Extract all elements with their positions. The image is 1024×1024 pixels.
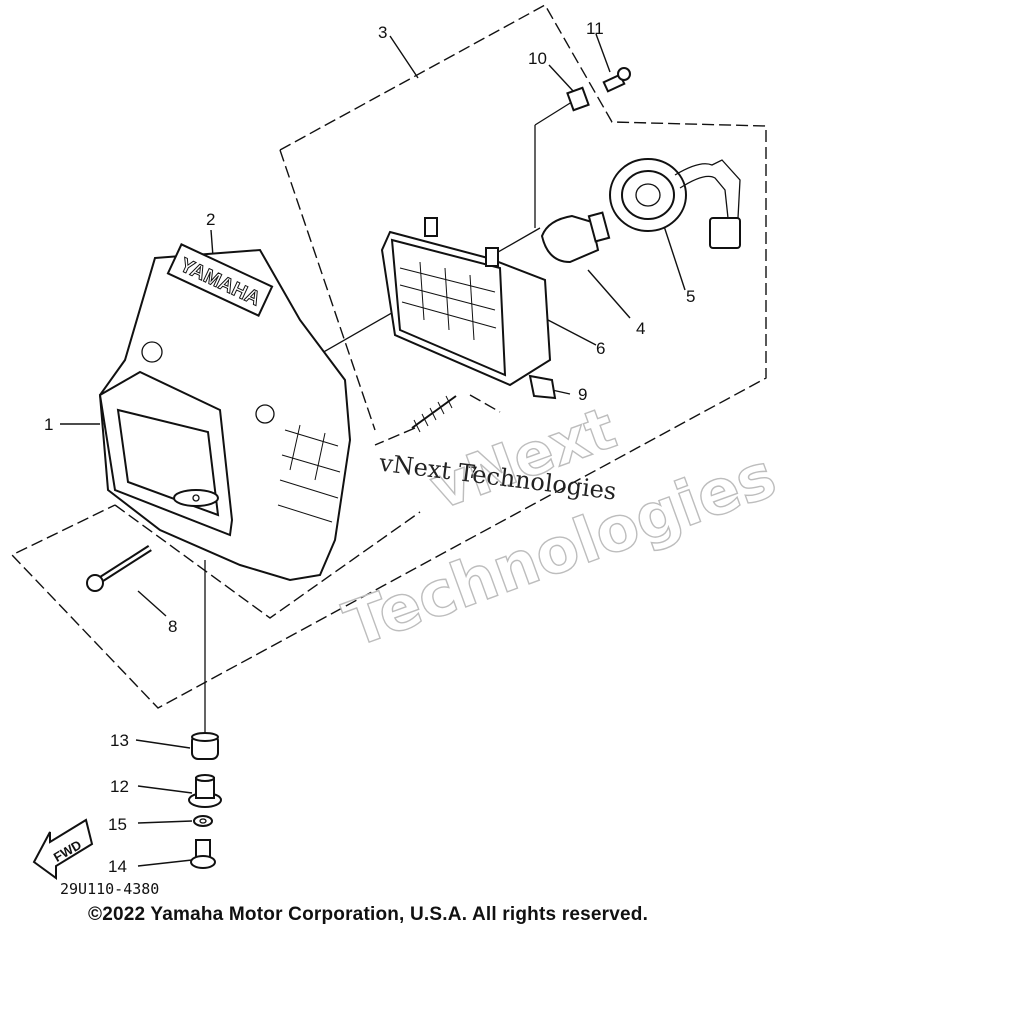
- assembly-boundary: [10, 4, 767, 709]
- callout-4: 4: [636, 319, 645, 338]
- nut-clip: [528, 374, 557, 400]
- bulb: [540, 211, 611, 264]
- callout-1: 1: [44, 415, 53, 434]
- washer: [193, 815, 213, 827]
- fwd-arrow: FWD: [32, 818, 94, 880]
- callout-9: 9: [578, 385, 587, 404]
- copyright-notice: ©2022 Yamaha Motor Corporation, U.S.A. A…: [88, 904, 649, 925]
- callout-5: 5: [686, 287, 695, 306]
- watermark: vNext Technologies vNext Technologies: [334, 393, 785, 662]
- callout-2: 2: [206, 210, 215, 229]
- drawing-code: 29U110-4380: [60, 880, 159, 898]
- callout-11: 11: [586, 19, 604, 38]
- callout-7: 7: [468, 463, 477, 482]
- callout-8: 8: [168, 617, 177, 636]
- callout-13: 13: [110, 731, 129, 750]
- callout-12: 12: [110, 777, 129, 796]
- long-bolt: [86, 545, 152, 592]
- headlight-unit: [380, 217, 552, 387]
- callout-14: 14: [108, 857, 127, 876]
- grommet: [191, 732, 219, 760]
- adjust-spring: [411, 395, 457, 433]
- callout-6: 6: [596, 339, 605, 358]
- bolt: [190, 839, 216, 869]
- callout-10: 10: [528, 49, 547, 68]
- socket-wiring: [609, 158, 741, 249]
- headlight-cowl: YAMAHA: [98, 243, 352, 582]
- callout-3: 3: [378, 23, 387, 42]
- callout-15: 15: [108, 815, 127, 834]
- bracket-clip: [566, 86, 590, 112]
- small-screw: [602, 67, 631, 93]
- callout-numbers: 1 2 3 4 5 6 7 8 9 10 11 12 13 14 15: [44, 19, 695, 876]
- collar: [188, 774, 222, 808]
